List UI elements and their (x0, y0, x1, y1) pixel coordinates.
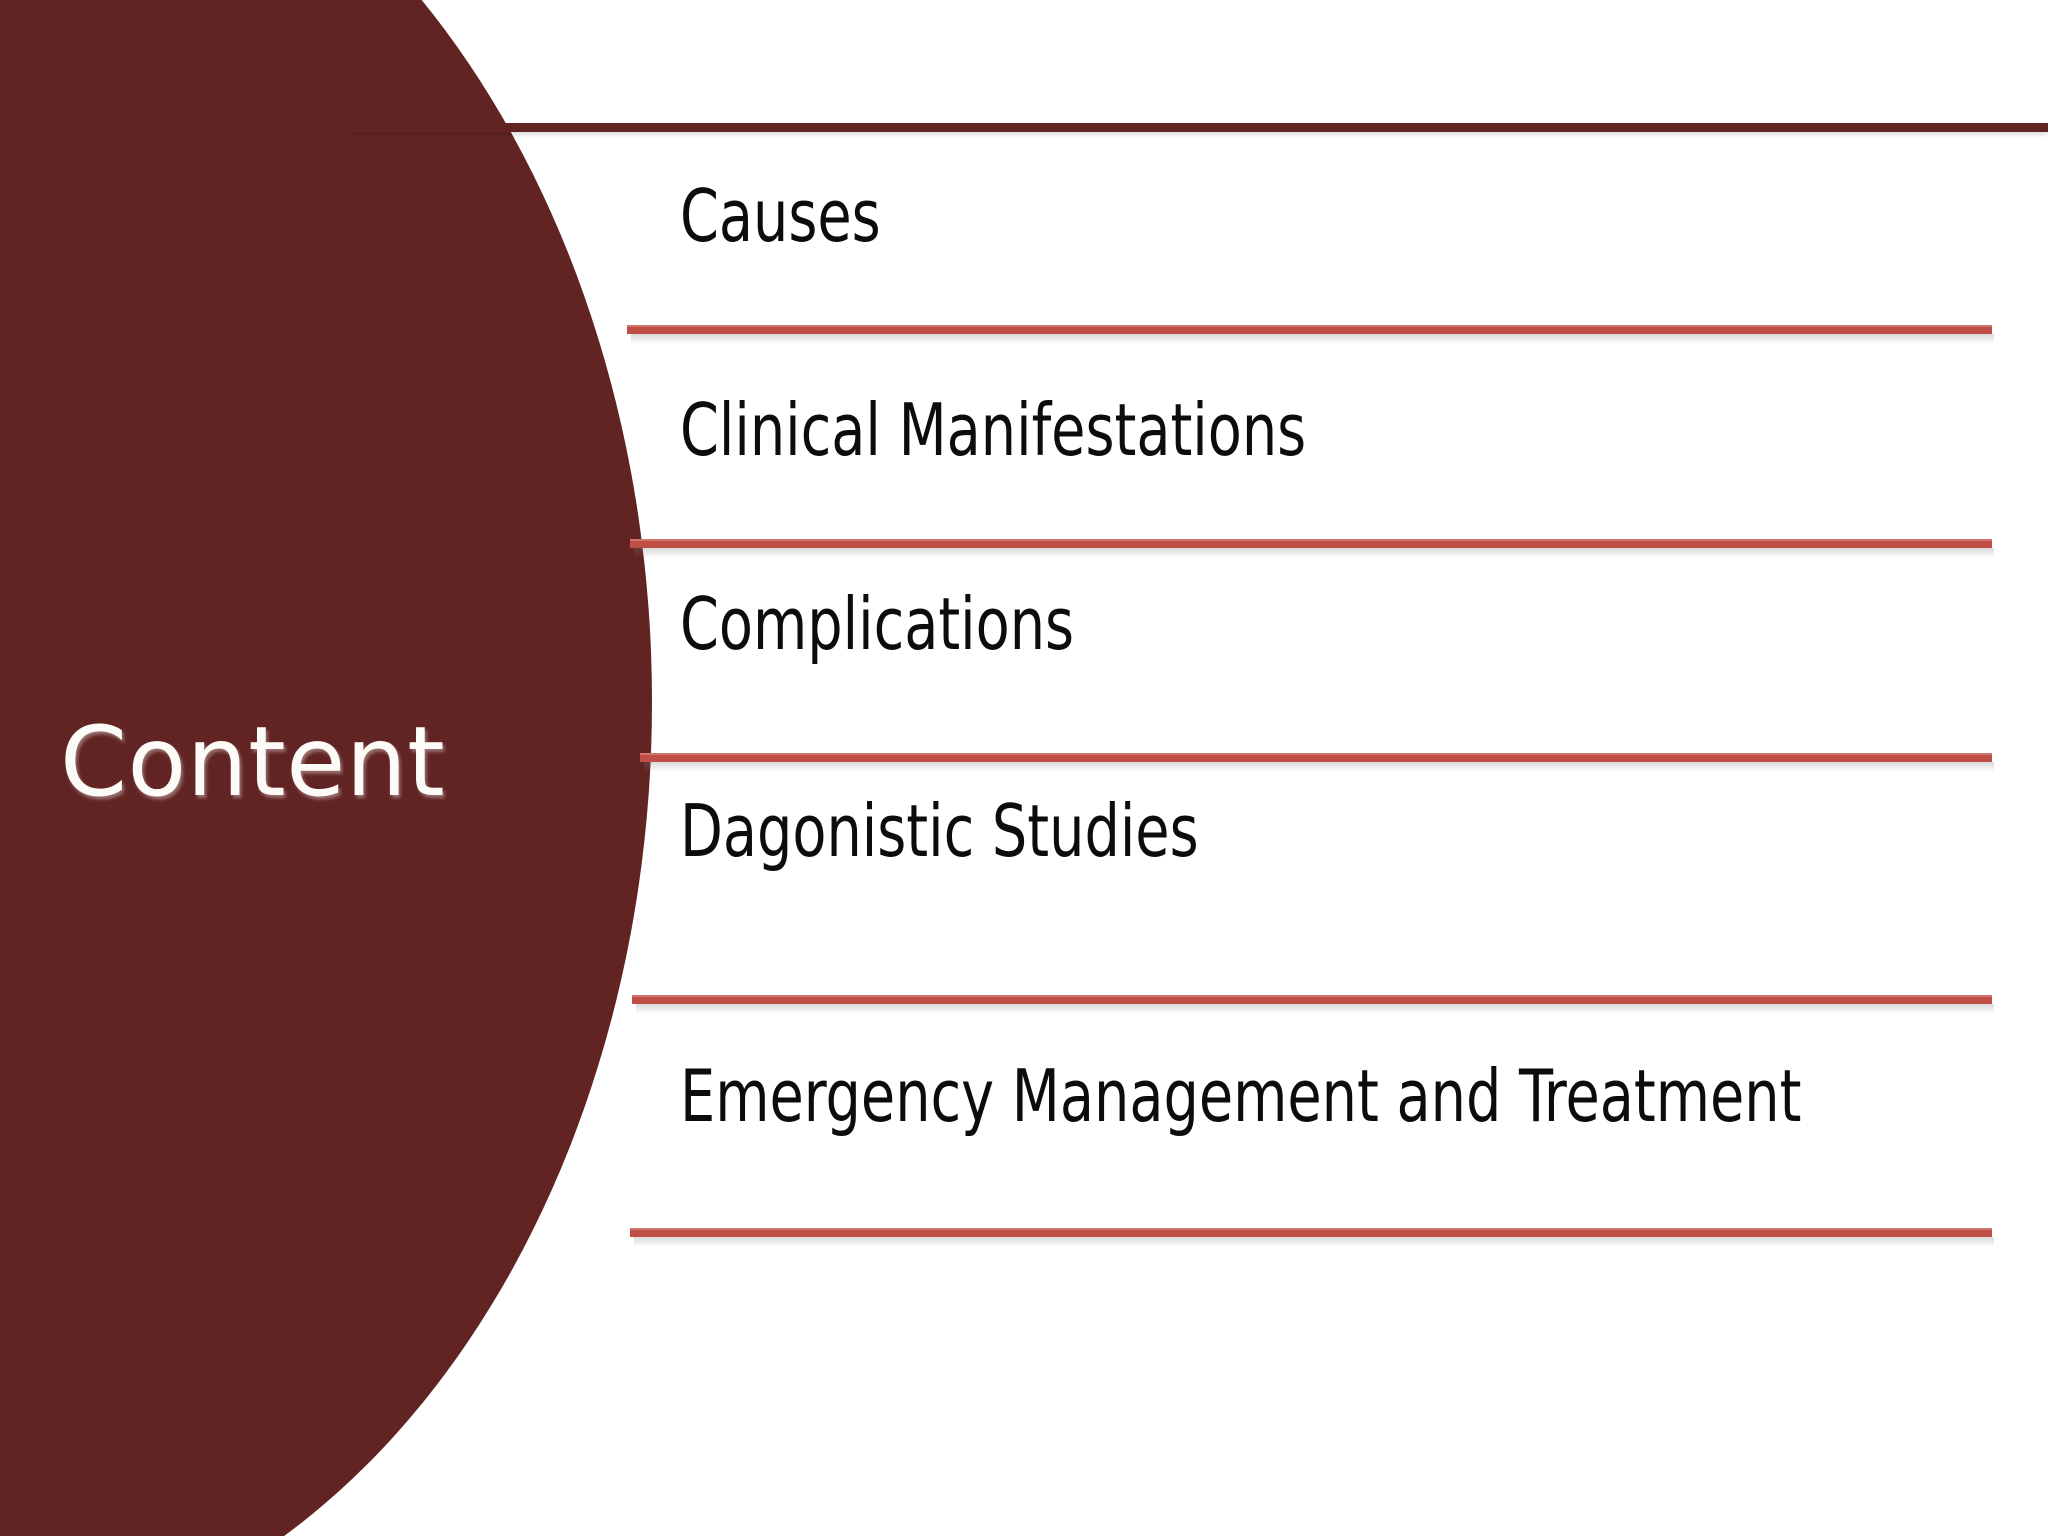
list-item-label: Emergency Management and Treatment (680, 1054, 1802, 1138)
page-title: Content (60, 706, 446, 818)
list-item-label: Dagonistic Studies (680, 789, 1199, 873)
list-item-divider (630, 539, 1994, 558)
list-item-label: Complications (680, 582, 1075, 666)
list-item-divider (640, 753, 1994, 772)
list-item-divider (630, 1228, 1994, 1247)
top-divider-rule (350, 123, 2048, 137)
list-item-divider (632, 995, 1994, 1014)
list-item-divider (627, 325, 1994, 344)
list-item-label: Clinical Manifestations (680, 388, 1307, 472)
list-item-label: Causes (680, 174, 881, 258)
